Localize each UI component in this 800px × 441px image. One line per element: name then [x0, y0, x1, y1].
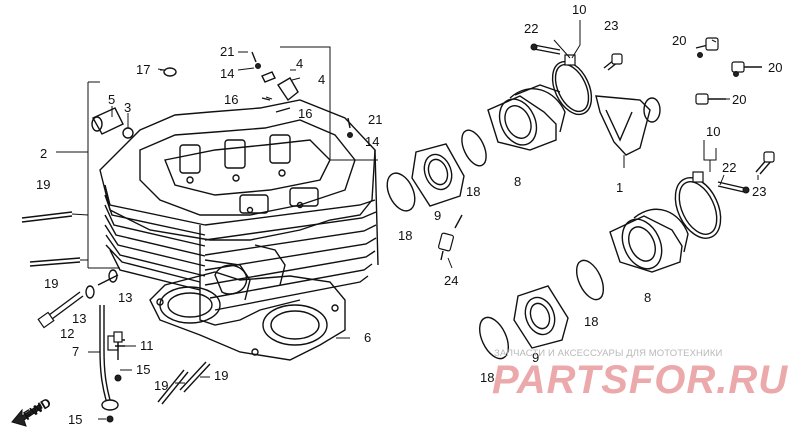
callout-7: 7 [72, 344, 79, 359]
fwd-arrow-icon [11, 403, 43, 427]
callout-9: 9 [434, 208, 441, 223]
watermark-logo: PARTSFOR.RU [492, 358, 789, 402]
callout-14: 14 [365, 134, 379, 149]
callout-20: 20 [732, 92, 746, 107]
stud-bolt-drawing [21, 211, 89, 223]
callout-4: 4 [296, 56, 303, 71]
callout-15: 15 [68, 412, 82, 427]
callout-leaders [56, 20, 759, 420]
washer-drawing [106, 415, 114, 423]
callout-8: 8 [514, 174, 521, 189]
callout-4: 4 [318, 72, 325, 87]
callout-19: 19 [44, 276, 58, 291]
callout-13: 13 [72, 311, 86, 326]
stud-bolt-drawing [157, 361, 211, 405]
callout-16: 16 [224, 92, 238, 107]
head-gasket-drawing [149, 271, 346, 361]
screw-drawing [717, 181, 750, 194]
callout-2: 2 [40, 146, 47, 161]
callout-10: 10 [706, 124, 720, 139]
bracket-drawing [595, 95, 661, 168]
washer-drawing [114, 374, 122, 382]
callout-20: 20 [768, 60, 782, 75]
callout-13: 13 [118, 290, 132, 305]
hose-band-drawing [674, 148, 722, 239]
callout-3: 3 [124, 100, 131, 115]
bolt-drawing [731, 61, 762, 77]
watermark-tagline: ЗАПЧАСТИ И АКСЕССУАРЫ ДЛЯ МОТОТЕХНИКИ [494, 348, 723, 359]
stud-bolt-drawing [29, 257, 88, 267]
callout-18: 18 [480, 370, 494, 385]
callout-18: 18 [398, 228, 412, 243]
callout-19: 19 [36, 177, 50, 192]
o-ring-drawing [461, 129, 487, 167]
callout-line-group-2 [87, 81, 120, 269]
callout-22: 22 [722, 160, 736, 175]
callout-1: 1 [616, 180, 623, 195]
carburetor-holder-drawing [487, 84, 566, 151]
callout-20: 20 [672, 33, 686, 48]
o-ring-drawing [478, 316, 510, 360]
callout-23: 23 [604, 18, 618, 33]
callout-9: 9 [532, 350, 539, 365]
bolt-drawing [347, 117, 353, 138]
callout-11: 11 [140, 338, 154, 353]
callout-10: 10 [572, 2, 586, 17]
callout-17: 17 [136, 62, 150, 77]
bolt-drawing [37, 269, 119, 329]
carburetor-holder-drawing [609, 208, 689, 273]
valve-guide-drawing [91, 106, 134, 139]
callout-19: 19 [214, 368, 228, 383]
callout-6: 6 [364, 330, 371, 345]
carburetor-insulator-drawing [411, 143, 465, 207]
callout-18: 18 [466, 184, 480, 199]
oil-pipe-drawing [99, 305, 125, 411]
callout-15: 15 [136, 362, 150, 377]
callout-21: 21 [220, 44, 234, 59]
callout-21: 21 [368, 112, 382, 127]
carburetor-insulator-drawing [513, 285, 569, 349]
hose-band-drawing [551, 54, 593, 116]
callout-16: 16 [298, 106, 312, 121]
bolt-drawing [755, 151, 775, 175]
bolt-drawing [603, 53, 623, 71]
bolt-drawing [237, 51, 299, 113]
fwd-label: FWD [21, 395, 54, 423]
screw-drawing [530, 43, 561, 55]
callout-8: 8 [644, 290, 651, 305]
nut-drawing [163, 67, 177, 77]
callout-14: 14 [220, 66, 234, 81]
spark-plug-drawing [437, 214, 463, 269]
callout-5: 5 [108, 92, 115, 107]
callout-18: 18 [584, 314, 598, 329]
callout-23: 23 [752, 184, 766, 199]
callout-line-group-4 [280, 46, 378, 161]
o-ring-drawing [386, 172, 416, 212]
callout-24: 24 [444, 273, 458, 288]
cylinder-head-drawing [99, 99, 379, 326]
callout-19: 19 [154, 378, 168, 393]
callout-22: 22 [524, 21, 538, 36]
o-ring-drawing [575, 259, 605, 301]
callout-numbers: 1 2 3 4 4 5 6 7 8 8 9 9 10 10 11 12 13 1… [21, 2, 783, 427]
callout-12: 12 [60, 326, 74, 341]
bolt-drawing [113, 331, 123, 360]
